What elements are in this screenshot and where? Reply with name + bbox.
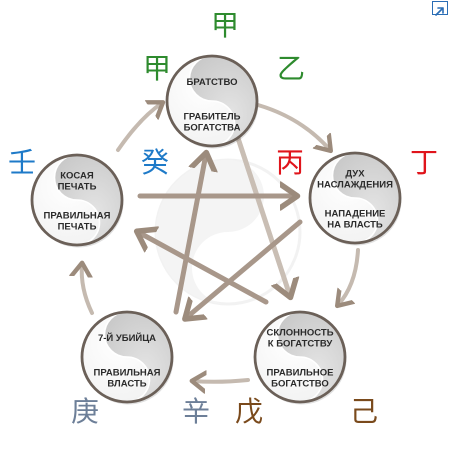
node-bottom-right-upper-label: СКЛОННОСТЬ <box>266 328 333 339</box>
arrow-right-to-bottom-left <box>186 219 303 318</box>
node-right-yin <box>332 153 400 243</box>
node-right-upper-label: ДУХ <box>345 169 365 180</box>
stem-jia-top: 甲 <box>211 9 239 42</box>
node-bottom-left-lower-label: ПРАВИЛЬНАЯ <box>94 368 161 379</box>
node-bottom-left-ring <box>80 310 174 404</box>
arrow-bottom-left-to-left <box>82 264 94 315</box>
arrow-bottom-right-to-left <box>138 232 269 305</box>
node-top-ring <box>165 54 259 148</box>
node-right-lower-label: НАПАДЕНИЕ <box>325 209 386 220</box>
arrow-top-to-bottom-right <box>233 129 290 296</box>
node-left-ring <box>30 153 124 247</box>
node-bottom-right-ring <box>253 310 347 404</box>
stem-yi: 乙 <box>277 52 305 85</box>
stem-jia-left: 甲 <box>143 52 171 85</box>
stem-ren: 壬 <box>8 146 36 179</box>
node-right-ring <box>308 151 402 245</box>
node-top-yin <box>189 56 257 146</box>
generating-cycle <box>82 103 360 382</box>
stem-xin: 辛 <box>182 395 210 428</box>
node-bottom-right-lower-label: БОГАТСТВО <box>271 379 329 390</box>
stem-gui: 癸 <box>141 146 169 179</box>
node-left-upper-label: КОСАЯ <box>60 171 94 182</box>
controlling-cycle <box>138 129 303 318</box>
arrow-right-to-bottom-right <box>338 248 360 305</box>
node-bottom-right-upper-label: К БОГАТСТВУ <box>268 339 333 350</box>
node-bottom-left-yin <box>104 312 172 402</box>
stem-wu: 戊 <box>235 395 263 428</box>
node-top-lower-label: ГРАБИТЕЛЬ <box>183 112 240 123</box>
expand-arrow-icon <box>435 7 444 16</box>
node-bottom-left-upper-label: 7-Й УБИЙЦА <box>98 332 156 344</box>
expand-icon[interactable] <box>432 1 448 16</box>
arrow-top-to-right <box>256 103 330 150</box>
arrow-left-to-top <box>116 103 162 152</box>
node-right-lower-label: НА ВЛАСТЬ <box>327 220 383 231</box>
stem-ding: 丁 <box>410 146 438 179</box>
node-bottom-left-lower-label: ВЛАСТЬ <box>107 379 146 390</box>
arrow-bottom-right-to-bottom-left <box>193 380 250 382</box>
node-left-yin <box>54 155 123 245</box>
arrow-bottom-left-to-top <box>173 154 206 315</box>
node-bottom-right-lower-label: ПРАВИЛЬНОЕ <box>267 368 334 379</box>
node-right-upper-label: НАСЛАЖДЕНИЯ <box>317 180 393 191</box>
node-left-lower-label: ПЕЧАТЬ <box>58 222 97 233</box>
stem-geng: 庚 <box>71 395 99 428</box>
node-left-lower-label: ПРАВИЛЬНАЯ <box>44 211 111 222</box>
stem-bing: 丙 <box>276 146 304 179</box>
node-bottom-right-yin <box>277 312 345 402</box>
node-top-lower-label: БОГАТСТВА <box>184 123 241 134</box>
node-top-upper-label: БРАТСТВО <box>187 77 238 88</box>
heavenly-stems: 甲 甲 乙 丙 丁 壬 癸 庚 辛 戊 己 <box>8 9 438 428</box>
stem-ji: 己 <box>350 395 378 428</box>
node-left-upper-label: ПЕЧАТЬ <box>58 182 97 193</box>
